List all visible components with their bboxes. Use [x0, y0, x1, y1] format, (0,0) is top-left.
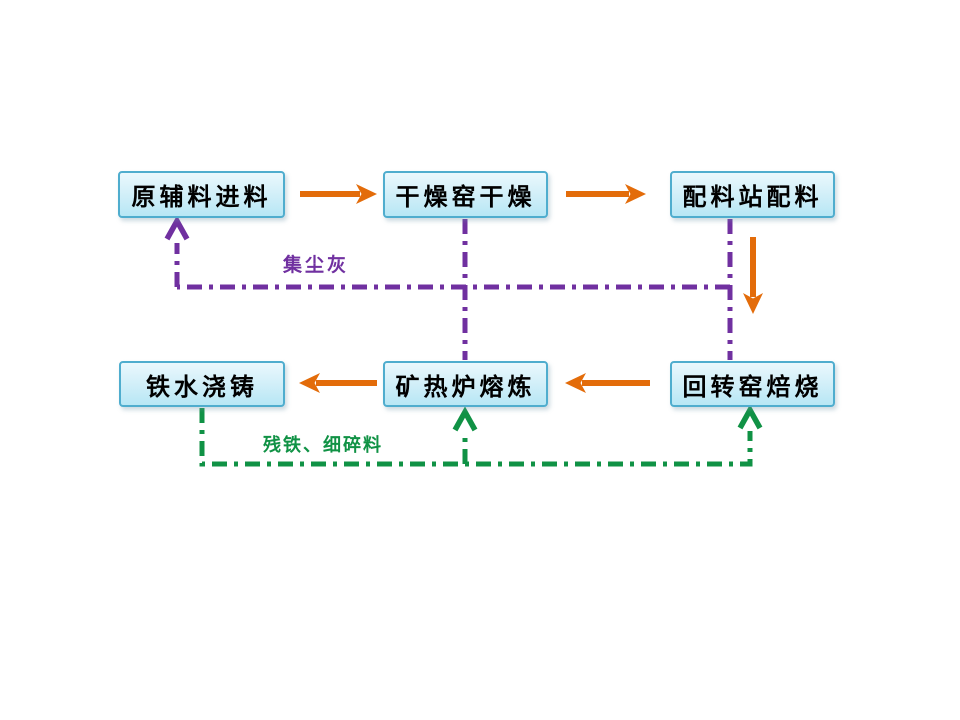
arrow-batching-to-rotary-kiln: [743, 237, 763, 314]
arrow-smelting-to-casting: [299, 373, 377, 393]
residual-arrow-to-rotary: [737, 404, 763, 430]
dust-arrow-to-feed: [164, 215, 190, 287]
dust-flow-label: 集尘灰: [283, 254, 350, 276]
residual-flow-label: 残铁、细碎料: [263, 435, 383, 456]
residual-arrow-to-smelting: [452, 406, 478, 464]
node-rotary-kiln-roasting: 回转窑焙烧: [670, 361, 835, 407]
node-iron-casting: 铁水浇铸: [119, 361, 285, 407]
residual-line-from-casting: [199, 408, 753, 467]
arrow-drying-to-batching: [566, 184, 646, 204]
arrow-rotary-kiln-to-smelting: [565, 373, 650, 393]
node-batching-station: 配料站配料: [670, 171, 835, 218]
node-drying-kiln: 干燥窑干燥: [383, 171, 548, 218]
node-ore-smelting-furnace: 矿热炉熔炼: [383, 361, 548, 407]
arrow-feed-to-drying: [300, 184, 377, 204]
node-raw-material-feed: 原辅料进料: [118, 171, 285, 218]
